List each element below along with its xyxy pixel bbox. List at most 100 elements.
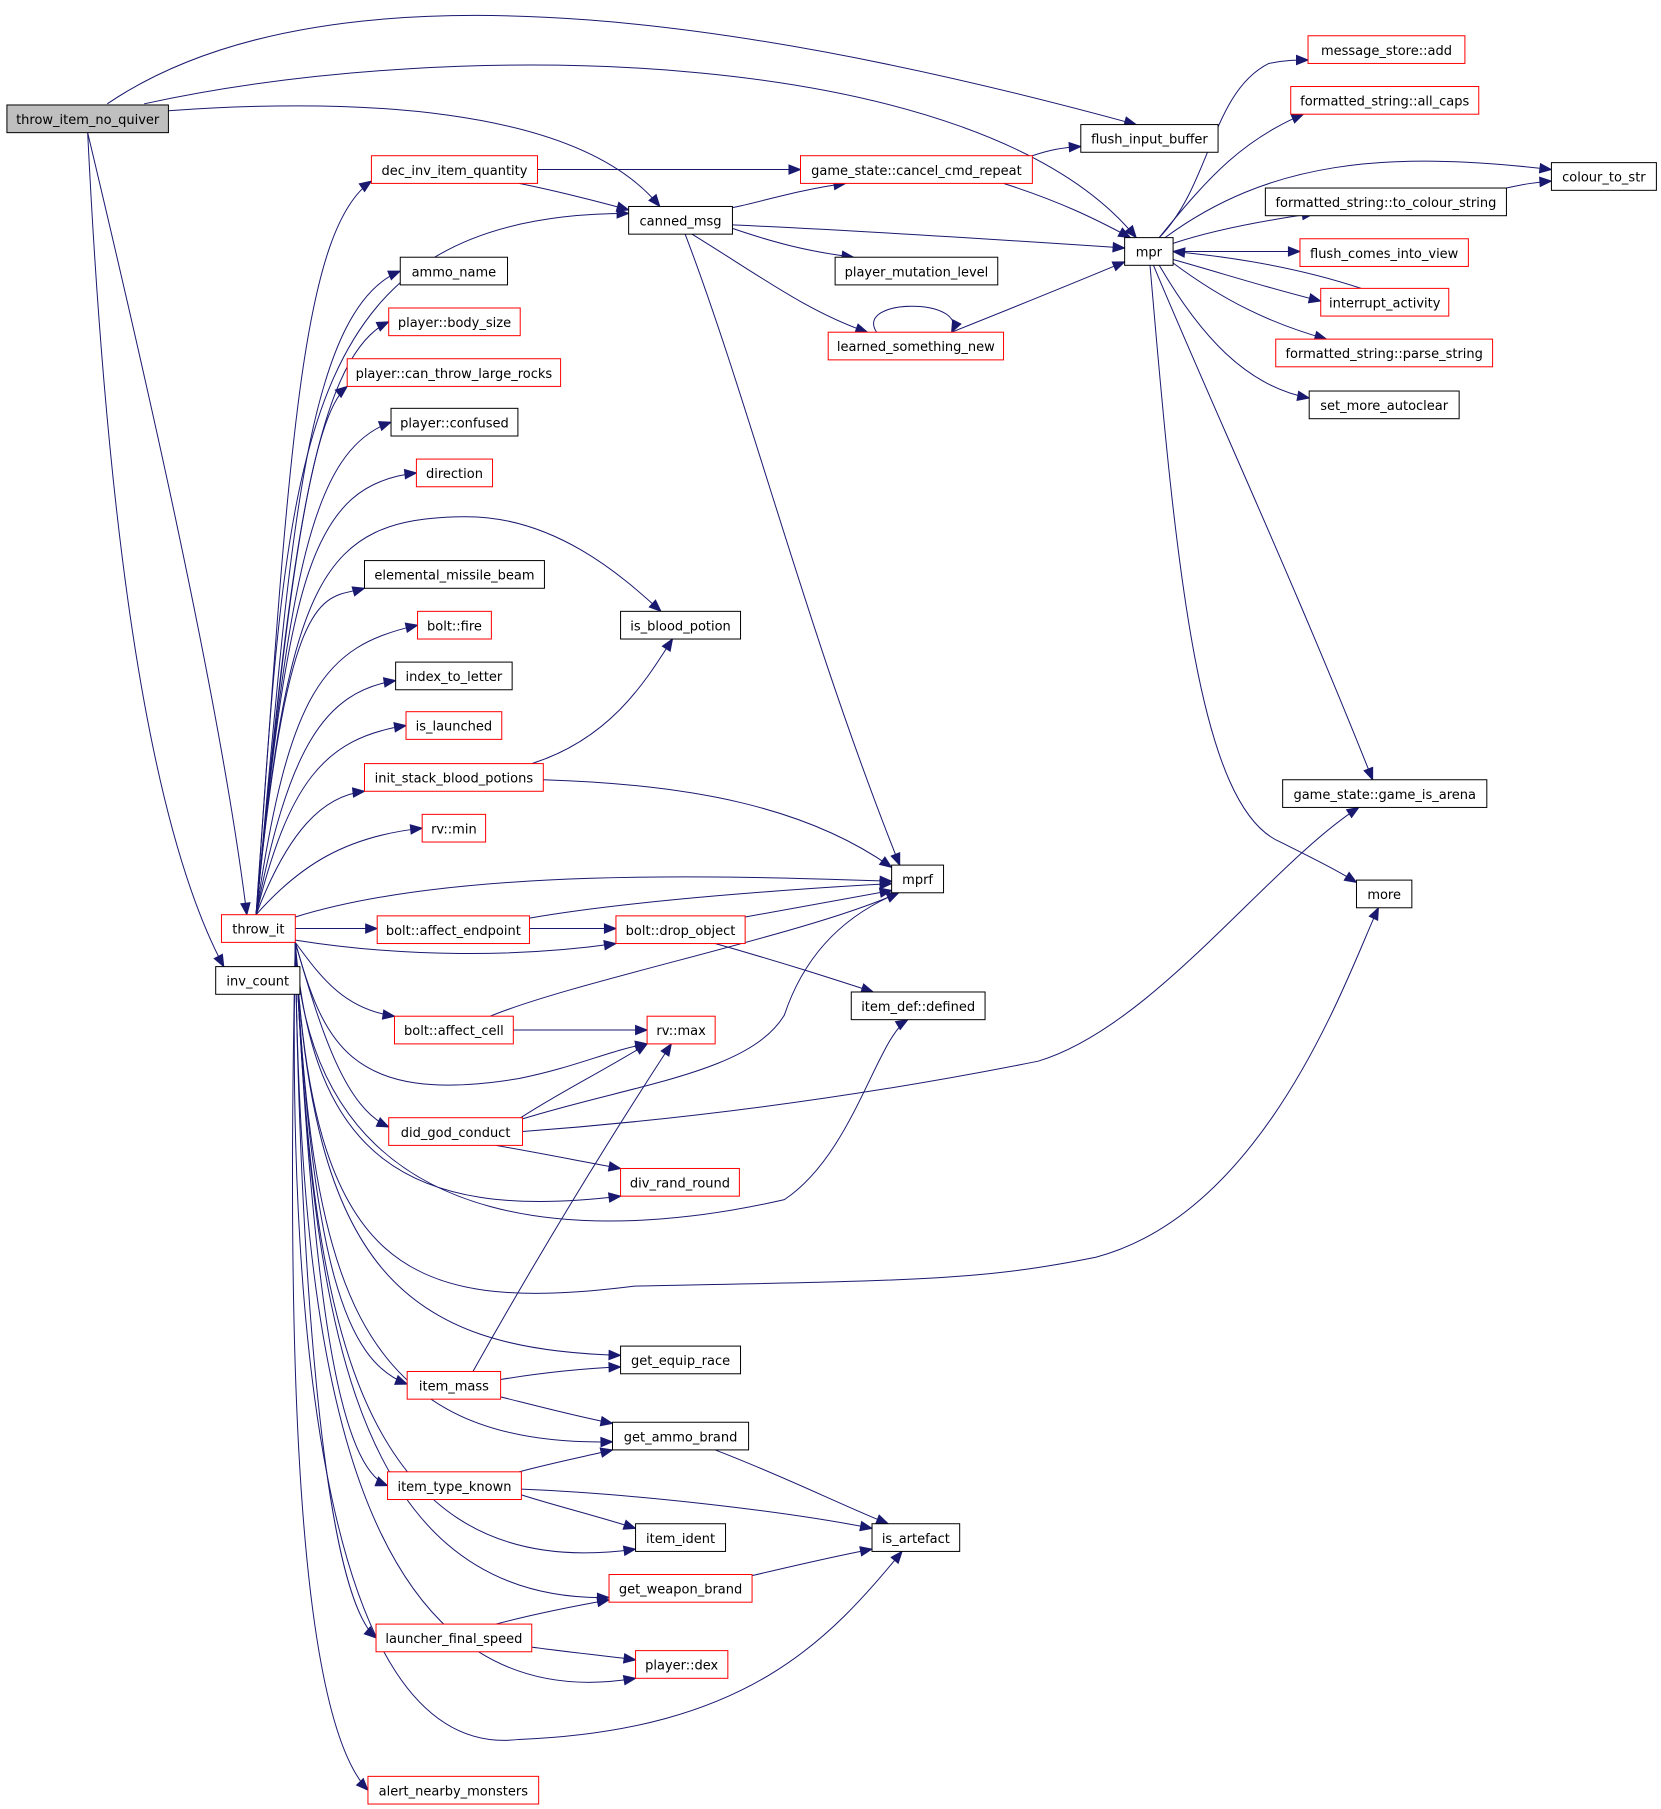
edge-path	[1164, 160, 1552, 239]
node-box	[871, 1523, 961, 1552]
call-edge-throw_item_no_quiver-to-throw_it	[87, 132, 251, 917]
call-edge-throw_it-to-get_ammo_brand	[294, 942, 614, 1448]
edge-path	[294, 942, 610, 1599]
node-mprf[interactable]: mprf	[891, 864, 945, 894]
node-item-ident[interactable]: item_ident	[635, 1523, 727, 1552]
edge-arrowhead	[600, 1436, 614, 1448]
call-edge-throw_it-to-launcher_final_speed	[294, 942, 378, 1639]
call-edge-throw_it-to-player_body_size	[255, 321, 390, 915]
call-edge-throw_item_no_quiver-to-mpr	[144, 64, 1138, 239]
node-item-mass[interactable]: item_mass	[406, 1370, 502, 1400]
node-learned-something-new[interactable]: learned_something_new	[827, 331, 1005, 361]
node-more[interactable]: more	[1355, 879, 1413, 909]
node-get-weapon-brand[interactable]: get_weapon_brand	[608, 1573, 753, 1603]
call-edge-throw_item_no_quiver-to-inv_count	[87, 132, 225, 968]
call-edge-throw_it-to-player_dex	[294, 942, 637, 1686]
node-player-can-throw-large-rocks[interactable]: player::can_throw_large_rocks	[346, 358, 562, 387]
node-bolt-affect-endpoint[interactable]: bolt::affect_endpoint	[376, 915, 530, 945]
call-edge-mpr-to-message_store_add	[1158, 54, 1310, 238]
node-label: bolt::drop_object	[626, 924, 736, 939]
node-rv-max[interactable]: rv::max	[646, 1015, 716, 1045]
node-ammo-name[interactable]: ammo_name	[399, 256, 509, 286]
node-index-to-letter[interactable]: index_to_letter	[395, 661, 513, 691]
node-box	[1355, 879, 1413, 909]
call-edge-throw_it-to-rv_min	[255, 824, 424, 916]
node-bolt-drop-object[interactable]: bolt::drop_object	[615, 915, 746, 945]
node-set-more-autoclear[interactable]: set_more_autoclear	[1308, 390, 1460, 420]
node-is-blood-potion[interactable]: is_blood_potion	[620, 610, 742, 640]
call-edge-throw_it-to-is_blood_potion	[255, 516, 662, 915]
edge-path	[951, 261, 1125, 333]
edge-path	[714, 1449, 889, 1525]
node-flush-comes-into-view[interactable]: flush_comes_into_view	[1299, 238, 1469, 267]
edge-path	[255, 827, 423, 916]
node-box	[220, 914, 296, 943]
node-throw-it[interactable]: throw_it	[220, 914, 296, 943]
call-edge-bolt_affect_endpoint-to-mprf	[529, 878, 893, 919]
edge-arrowhead	[894, 1018, 909, 1031]
node-game-state-cancel-cmd-repeat[interactable]: game_state::cancel_cmd_repeat	[800, 155, 1033, 184]
node-init-stack-blood-potions[interactable]: init_stack_blood_potions	[364, 763, 544, 792]
node-label: mpr	[1136, 246, 1163, 261]
call-edge-bolt_drop_object-to-mprf	[745, 887, 893, 918]
node-formatted-string-to-colour-string[interactable]: formatted_string::to_colour_string	[1264, 187, 1507, 217]
edge-arrowhead	[607, 1161, 622, 1172]
node-inv-count[interactable]: inv_count	[215, 966, 301, 995]
call-edge-throw_item_no_quiver-to-flush_input_buffer	[106, 15, 1138, 127]
node-dec-inv-item-quantity[interactable]: dec_inv_item_quantity	[370, 155, 539, 184]
node-bolt-affect-cell[interactable]: bolt::affect_cell	[393, 1015, 514, 1045]
node-div-rand-round[interactable]: div_rand_round	[620, 1167, 740, 1197]
edge-arrowhead	[1296, 390, 1311, 402]
node-box	[1264, 187, 1507, 217]
call-edge-throw_it-to-player_can_throw_large_rocks	[255, 385, 349, 915]
node-colour-to-str[interactable]: colour_to_str	[1550, 162, 1657, 191]
node-box	[417, 610, 492, 640]
call-edge-bolt_drop_object-to-item_def_defined	[715, 943, 875, 994]
node-is-artefact[interactable]: is_artefact	[871, 1523, 961, 1552]
node-did-god-conduct[interactable]: did_god_conduct	[388, 1117, 524, 1146]
call-edge-throw_it-to-mprf	[295, 875, 893, 918]
node-get-ammo-brand[interactable]: get_ammo_brand	[611, 1421, 750, 1451]
node-player-dex[interactable]: player::dex	[635, 1650, 729, 1679]
node-item-type-known[interactable]: item_type_known	[387, 1471, 522, 1501]
node-alert-nearby-monsters[interactable]: alert_nearby_monsters	[367, 1775, 540, 1805]
edge-path	[522, 892, 899, 1120]
edge-arrowhead	[404, 622, 419, 633]
node-item-def-defined[interactable]: item_def::defined	[850, 991, 986, 1021]
node-formatted-string-all-caps[interactable]: formatted_string::all_caps	[1290, 86, 1480, 115]
node-elemental-missile-beam[interactable]: elemental_missile_beam	[364, 560, 545, 589]
node-mpr[interactable]: mpr	[1124, 237, 1174, 266]
call-edge-get_ammo_brand-to-is_artefact	[714, 1449, 890, 1525]
node-get-equip-race[interactable]: get_equip_race	[620, 1345, 742, 1375]
node-player-mutation-level[interactable]: player_mutation_level	[834, 256, 999, 286]
edge-arrowhead	[403, 468, 418, 480]
call-edge-mpr-to-game_state_game_is_arena	[1153, 265, 1374, 781]
node-formatted-string-parse-string[interactable]: formatted_string::parse_string	[1275, 338, 1494, 368]
edge-path	[1003, 182, 1131, 239]
node-canned-msg[interactable]: canned_msg	[628, 205, 733, 235]
node-message-store-add[interactable]: message_store::add	[1307, 35, 1466, 64]
node-box	[346, 358, 562, 387]
node-rv-min[interactable]: rv::min	[421, 813, 487, 843]
edge-arrowhead	[608, 1349, 622, 1361]
node-player-body-size[interactable]: player::body_size	[388, 307, 521, 337]
call-edge-throw_it-to-init_stack_blood_potions	[255, 787, 366, 915]
node-direction[interactable]: direction	[415, 458, 494, 488]
node-box	[620, 1345, 742, 1375]
node-label: game_state::game_is_arena	[1293, 788, 1476, 803]
node-flush-input-buffer[interactable]: flush_input_buffer	[1080, 124, 1219, 153]
node-game-state-game-is-arena[interactable]: game_state::game_is_arena	[1282, 779, 1488, 808]
node-box	[1320, 287, 1450, 317]
call-edge-launcher_final_speed-to-player_dex	[531, 1646, 637, 1664]
node-bolt-fire[interactable]: bolt::fire	[417, 610, 492, 640]
edge-path	[255, 270, 401, 915]
node-is-launched[interactable]: is_launched	[405, 711, 503, 740]
node-interrupt-activity[interactable]: interrupt_activity	[1320, 287, 1450, 317]
call-edge-bolt_affect_endpoint-to-bolt_drop_object	[529, 923, 618, 934]
node-player-confused[interactable]: player::confused	[390, 407, 519, 437]
node-launcher-final-speed[interactable]: launcher_final_speed	[375, 1623, 533, 1653]
node-label: alert_nearby_monsters	[379, 1784, 529, 1799]
node-box	[388, 1117, 524, 1146]
node-label: init_stack_blood_potions	[375, 772, 534, 787]
node-label: item_def::defined	[861, 1000, 975, 1015]
